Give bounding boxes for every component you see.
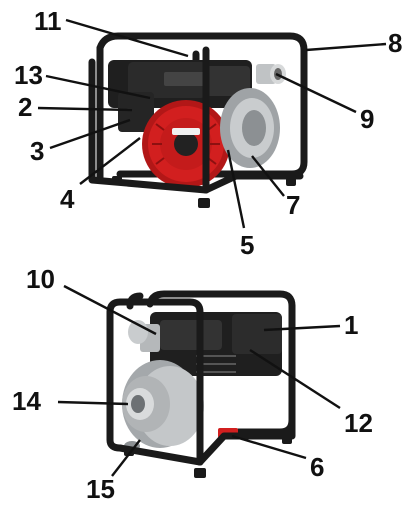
leader-11 [65, 18, 189, 58]
leader-3 [49, 118, 131, 150]
callout-14: 14 [12, 386, 41, 416]
callout-1: 1 [344, 310, 358, 340]
leader-15 [111, 439, 141, 477]
callout-numbers: 11 8 13 9 2 3 4 7 5 10 1 12 14 15 6 [12, 6, 402, 504]
callout-7: 7 [286, 190, 300, 220]
engine-rear-view [128, 312, 282, 376]
callout-8: 8 [388, 28, 402, 58]
leader-13 [45, 74, 151, 100]
roll-frame-front-bars [88, 44, 304, 194]
callout-5: 5 [240, 230, 254, 260]
callout-12: 12 [344, 408, 373, 438]
callout-6: 6 [310, 452, 324, 482]
leader-14 [57, 400, 129, 406]
leader-5 [226, 149, 246, 229]
leader-lines [37, 18, 387, 477]
callout-9: 9 [360, 104, 374, 134]
pump-front-view [88, 32, 308, 208]
pump-housing-front-view [220, 64, 286, 168]
callout-13: 13 [14, 60, 43, 90]
leader-1 [263, 324, 341, 332]
leader-8 [305, 42, 387, 52]
pump-housing-rear-view [122, 360, 204, 451]
callout-4: 4 [60, 184, 75, 214]
leader-10 [63, 284, 157, 336]
leader-12 [249, 348, 341, 410]
pump-rear-view [106, 290, 296, 478]
leader-6 [231, 434, 307, 460]
leader-9 [275, 72, 357, 114]
leader-2 [37, 106, 133, 112]
recoil-starter [142, 100, 230, 188]
rubber-feet-rear-view [124, 436, 292, 478]
callout-2: 2 [18, 92, 32, 122]
callout-3: 3 [30, 136, 44, 166]
callout-15: 15 [86, 474, 115, 504]
callout-10: 10 [26, 264, 55, 294]
leader-7 [251, 155, 285, 197]
rubber-feet-front-view [112, 176, 296, 208]
leader-4 [79, 137, 141, 185]
callout-11: 11 [34, 6, 62, 36]
